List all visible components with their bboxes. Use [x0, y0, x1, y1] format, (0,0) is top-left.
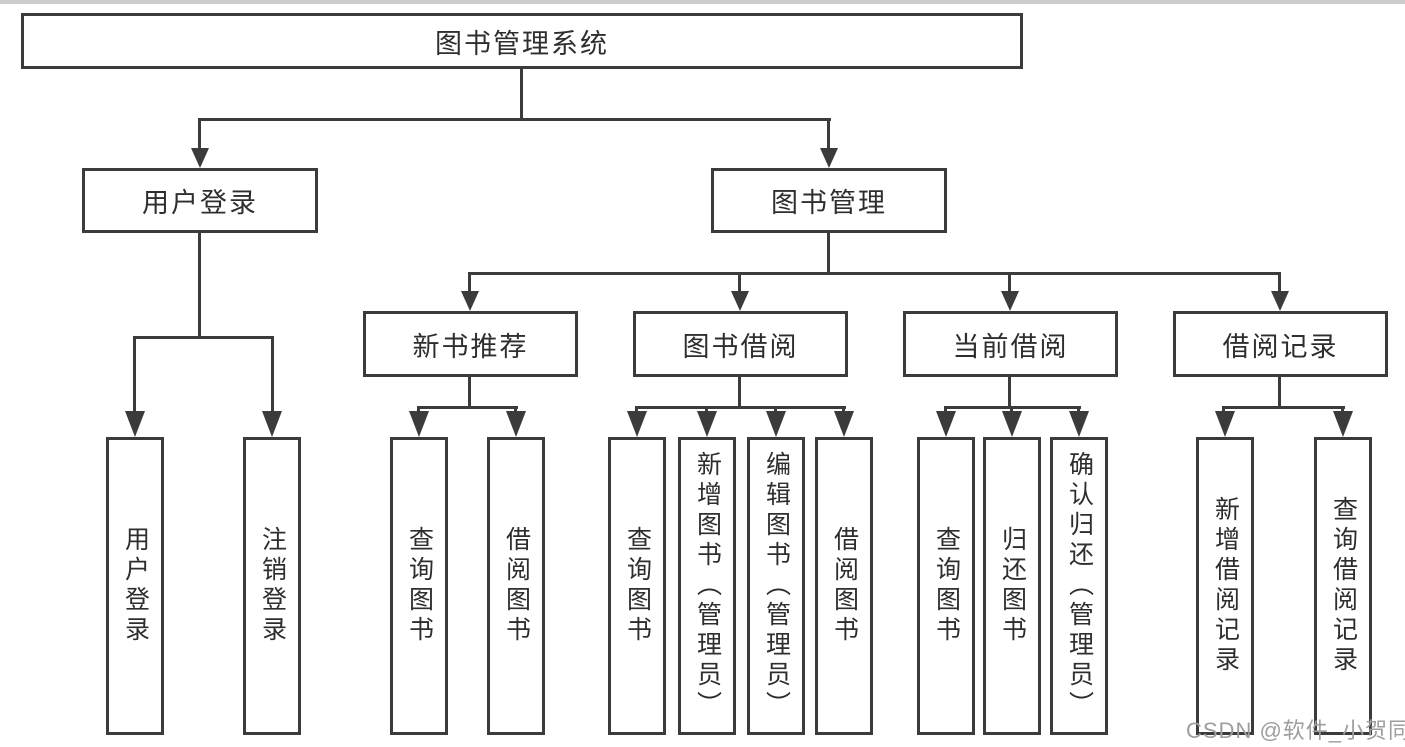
arrowhead-borrow-records — [1271, 291, 1289, 311]
connector-drop-leaf-user-login — [133, 336, 136, 414]
arrowhead-leaf — [766, 411, 786, 437]
arrowhead-book-management — [820, 148, 838, 168]
leaf-user-login: 用户登录 — [106, 437, 164, 735]
leaf-query-borrow-record: 查询借阅记录 — [1314, 437, 1372, 735]
connector-drop-new-book — [468, 272, 471, 294]
connector-drop-current-borrow — [1008, 272, 1011, 294]
leaf-add-book-admin: 新增图书（管理员） — [678, 437, 736, 735]
connector-book-borrow-split — [635, 406, 846, 409]
leaf-borrow-books-recommend: 借阅图书 — [487, 437, 545, 735]
leaf-query-books-recommend: 查询图书 — [390, 437, 448, 735]
connector-borrow-records-split — [1222, 406, 1345, 409]
connector-user-login-split — [133, 336, 274, 339]
arrowhead-user-login — [191, 148, 209, 168]
leaf-query-books-borrow: 查询图书 — [608, 437, 666, 735]
arrowhead-leaf — [834, 411, 854, 437]
leaf-add-borrow-record: 新增借阅记录 — [1196, 437, 1254, 735]
arrowhead-book-borrow — [731, 291, 749, 311]
connector-new-book-stub — [468, 376, 471, 408]
node-root: 图书管理系统 — [21, 13, 1023, 69]
arrowhead-leaf — [409, 411, 429, 437]
leaf-return-book: 归还图书 — [983, 437, 1041, 735]
connector-drop-user-login — [198, 118, 201, 152]
node-book-borrow: 图书借阅 — [633, 311, 848, 377]
arrowhead-leaf — [697, 411, 717, 437]
connector-user-login-stub — [198, 232, 201, 338]
connector-current-borrow-stub — [1008, 376, 1011, 408]
top-border-strip — [0, 0, 1405, 4]
node-borrow-records: 借阅记录 — [1173, 311, 1388, 377]
arrowhead-leaf — [936, 411, 956, 437]
arrowhead-leaf — [1215, 411, 1235, 437]
connector-level3-split — [468, 272, 1281, 275]
arrowhead-leaf-logout — [262, 411, 282, 437]
connector-book-management-stub — [827, 232, 830, 274]
connector-drop-book-management — [827, 118, 830, 152]
node-user-login: 用户登录 — [82, 168, 318, 233]
connector-book-borrow-stub — [738, 376, 741, 408]
connector-drop-borrow-records — [1278, 272, 1281, 294]
arrowhead-leaf — [1069, 411, 1089, 437]
connector-drop-book-borrow — [738, 272, 741, 294]
arrowhead-leaf — [1002, 411, 1022, 437]
connector-root-stub — [520, 68, 523, 121]
connector-borrow-records-stub — [1278, 376, 1281, 408]
node-new-book-recommend: 新书推荐 — [363, 311, 578, 377]
connector-new-book-split — [417, 406, 518, 409]
node-current-borrow: 当前借阅 — [903, 311, 1118, 377]
connector-drop-leaf-logout — [271, 336, 274, 414]
node-book-management: 图书管理 — [711, 168, 947, 233]
arrowhead-new-book — [461, 291, 479, 311]
csdn-watermark: CSDN @软件_小贺同学 — [1186, 718, 1405, 743]
connector-root-split — [198, 118, 831, 121]
arrowhead-current-borrow — [1001, 291, 1019, 311]
arrowhead-leaf — [1333, 411, 1353, 437]
leaf-borrow-books: 借阅图书 — [815, 437, 873, 735]
arrowhead-leaf-user-login — [125, 411, 145, 437]
leaf-logout: 注销登录 — [243, 437, 301, 735]
leaf-query-books-current: 查询图书 — [917, 437, 975, 735]
leaf-confirm-return-admin: 确认归还（管理员） — [1050, 437, 1108, 735]
arrowhead-leaf — [627, 411, 647, 437]
arrowhead-leaf — [506, 411, 526, 437]
leaf-edit-book-admin: 编辑图书（管理员） — [747, 437, 805, 735]
